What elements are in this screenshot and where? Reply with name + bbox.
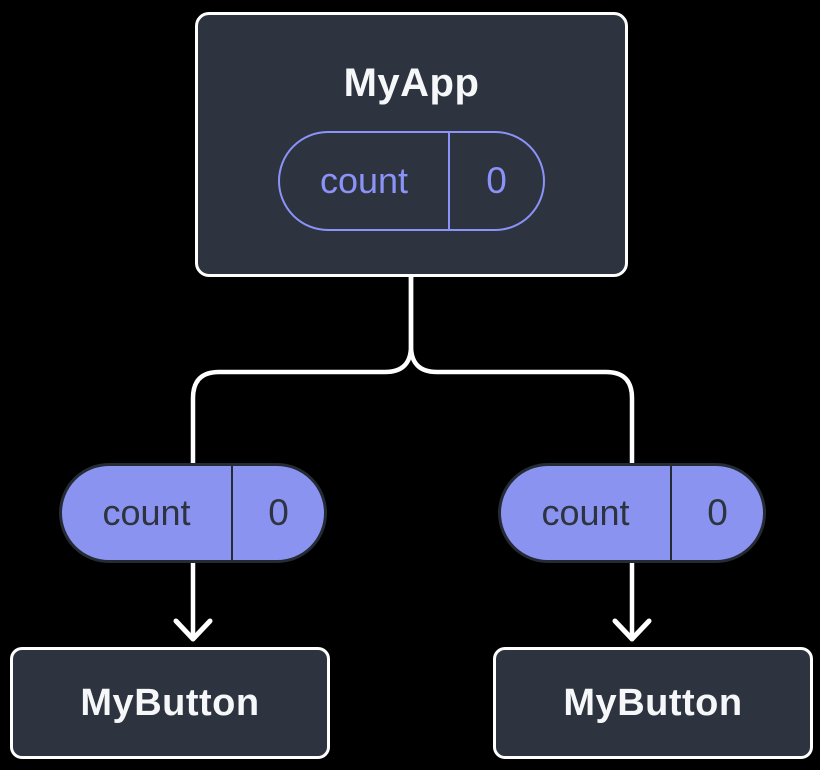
state-pill-value: 0: [486, 160, 507, 201]
prop-pill-name: count: [501, 466, 672, 560]
root-component-card: MyApp count 0: [195, 12, 628, 277]
prop-pill-left: count 0: [59, 463, 327, 563]
child-component-card-right: MyButton: [493, 647, 813, 759]
prop-pill-right: count 0: [498, 463, 766, 563]
child-component-title: MyButton: [563, 681, 743, 724]
root-state-pill: count 0: [278, 131, 545, 231]
child-component-title: MyButton: [80, 681, 260, 724]
prop-pill-value: 0: [268, 492, 289, 533]
prop-pill-value: 0: [707, 492, 728, 533]
prop-pill-name: count: [62, 466, 233, 560]
child-component-card-left: MyButton: [10, 647, 330, 759]
tree-connector-right: [408, 277, 635, 463]
state-pill-name: count: [280, 133, 450, 229]
arrow-down-right-icon: [612, 560, 652, 642]
root-component-title: MyApp: [343, 61, 480, 105]
arrow-down-left-icon: [173, 560, 213, 642]
tree-connector-left: [190, 277, 414, 463]
